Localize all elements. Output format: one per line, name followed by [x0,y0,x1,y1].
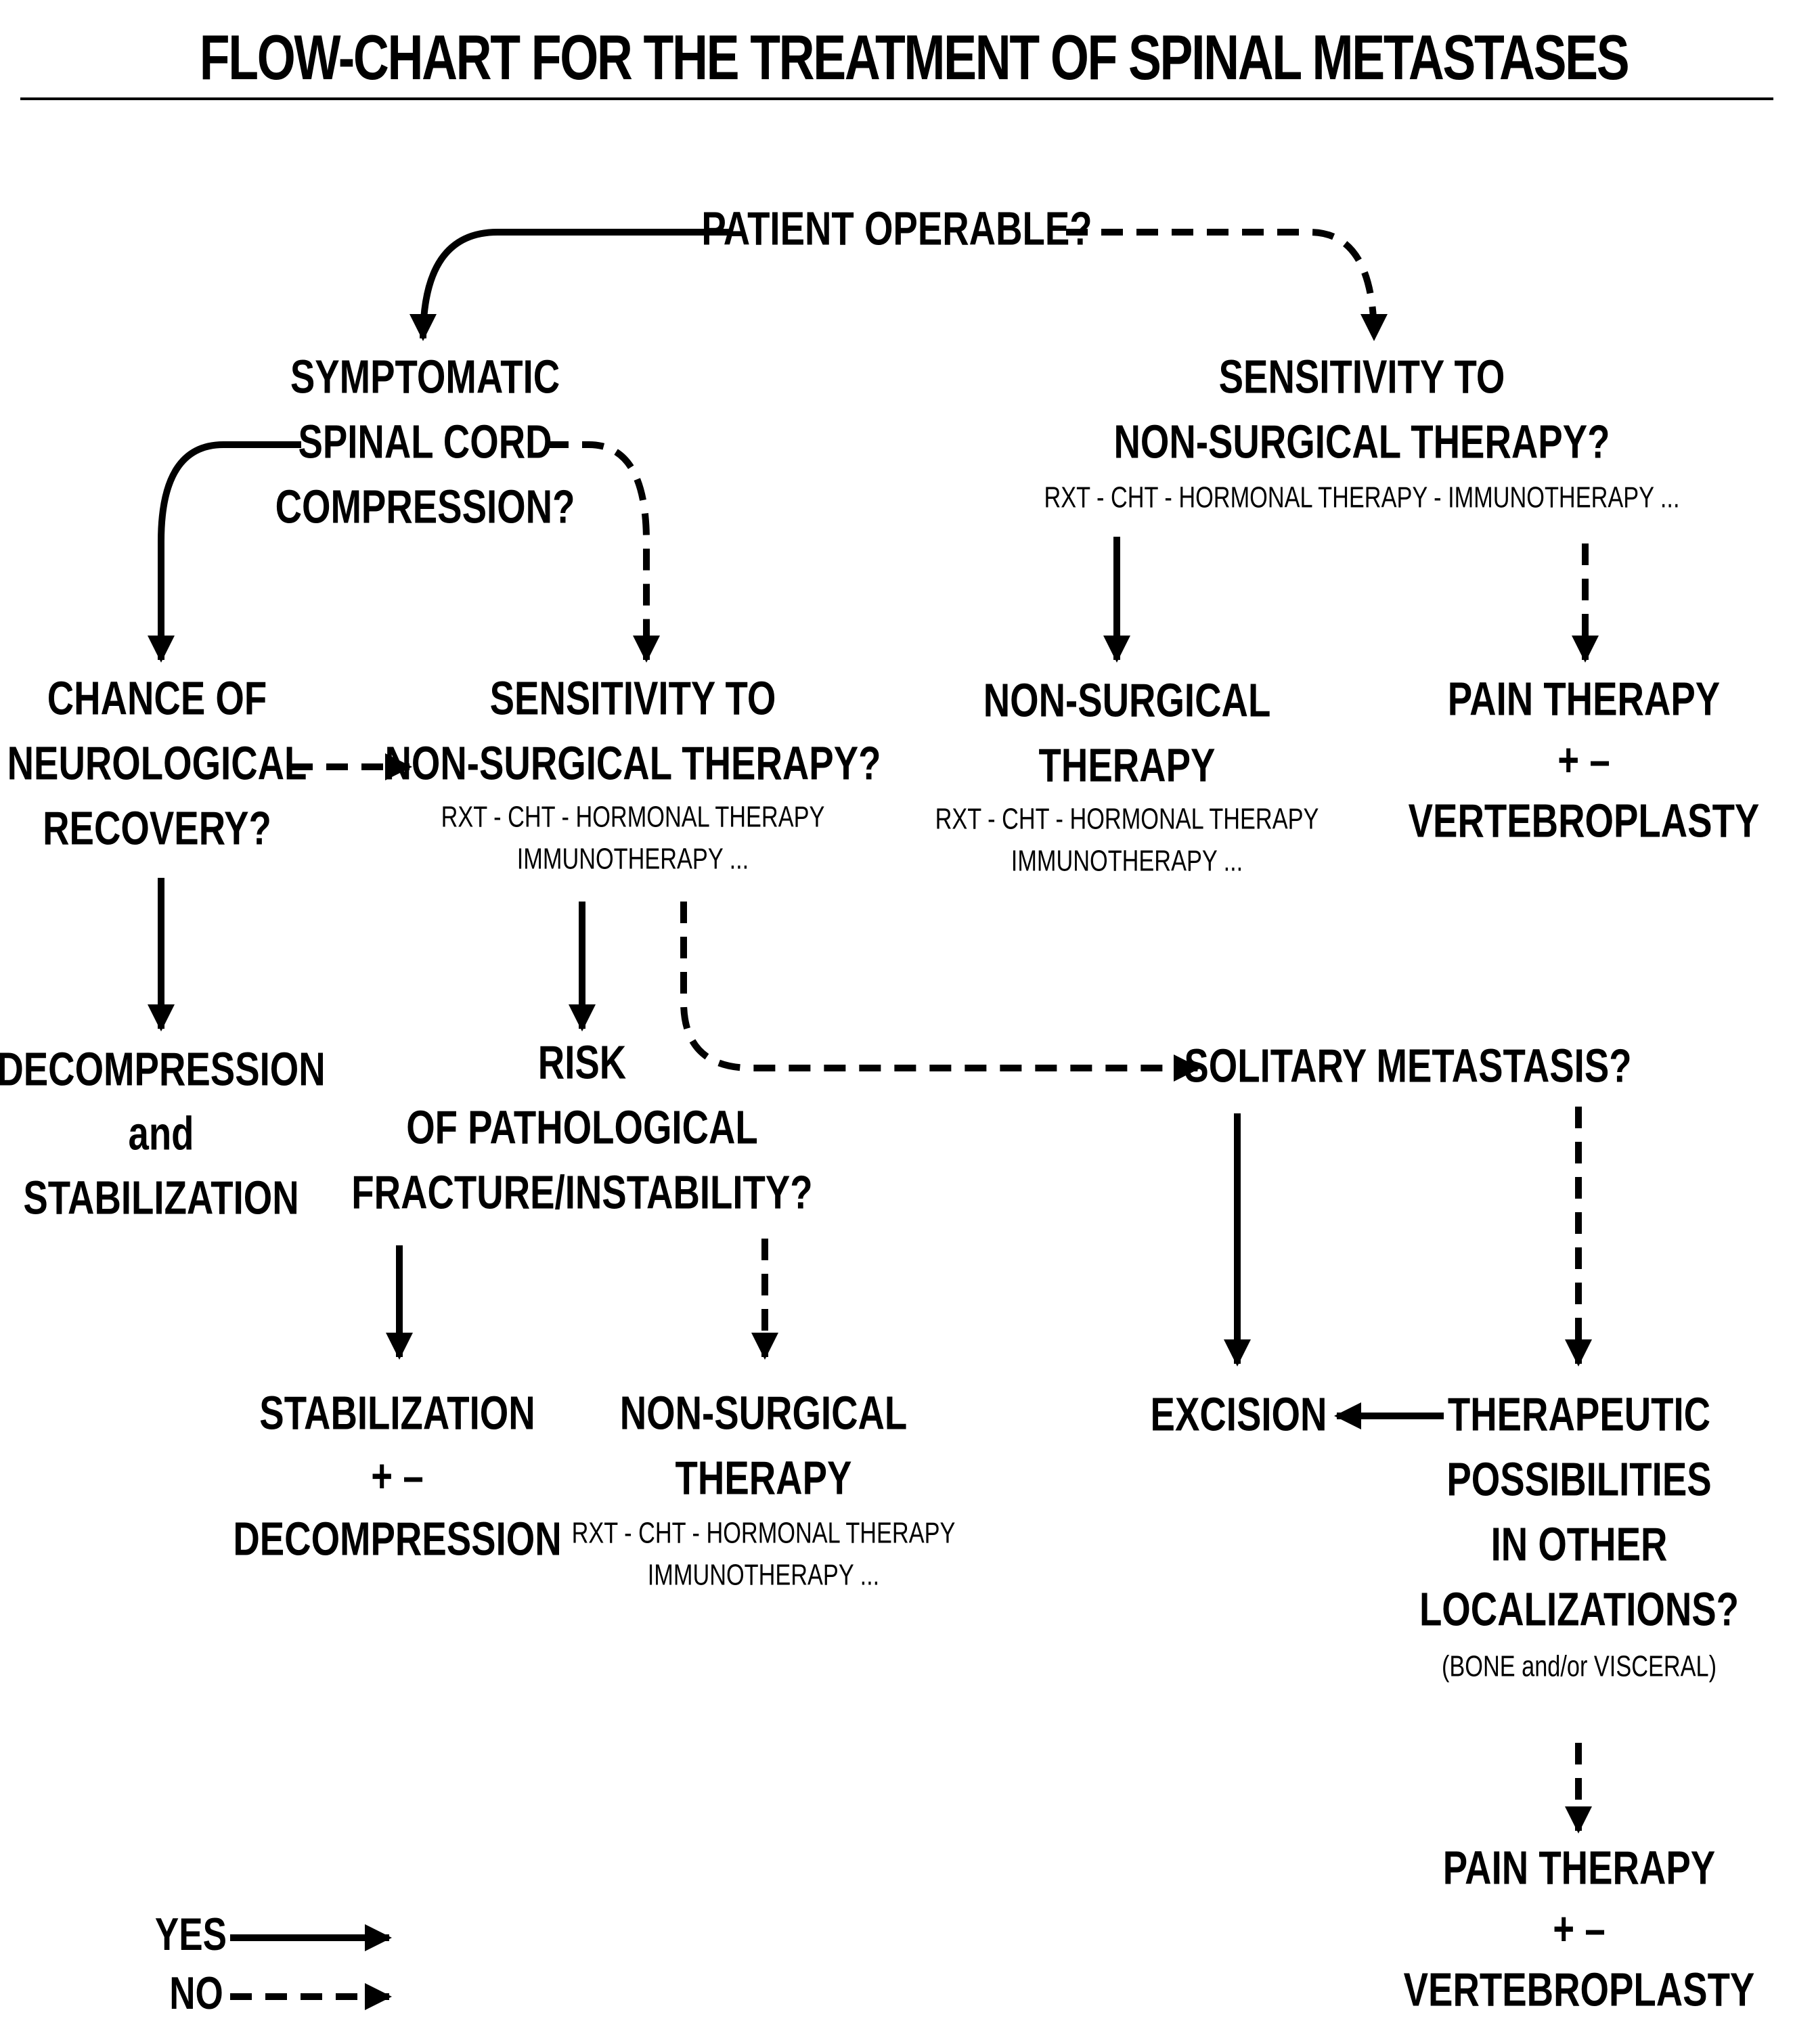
sensitivity-middle-subtext-1: RXT - CHT - HORMONAL THERAPY [441,801,825,834]
pain-therapy-bottom-line-1: PAIN THERAPY [1443,1842,1715,1894]
arrow-sensitivity-mid-to-solitary [680,902,1201,1082]
node-stabilization-decompression: STABILIZATION + – DECOMPRESSION [233,1387,561,1565]
risk-fracture-line-1: RISK [538,1036,626,1089]
node-solitary-metastasis: SOLITARY METASTASIS? [1184,1040,1631,1092]
patient-operable-line-1: PATIENT OPERABLE? [701,202,1092,255]
risk-fracture-line-3: FRACTURE/INSTABILITY? [351,1166,812,1219]
title-underline [20,97,1773,100]
stabilization-decompression-line-1: STABILIZATION [259,1387,535,1440]
decompression-stabilization-line-3: STABILIZATION [23,1172,298,1224]
decompression-stabilization-line-2: and [128,1107,194,1160]
node-sensitivity-top-right: SENSITIVITY TO NON-SURGICAL THERAPY? RXT -… [1044,351,1680,514]
connectors [148,229,1599,2010]
excision-line-1: EXCISION [1151,1388,1327,1441]
node-pain-therapy-bottom: PAIN THERAPY + – VERTEBROPLASTY [1404,1842,1755,2016]
node-excision: EXCISION [1151,1388,1327,1441]
chance-neuro-recovery-line-2: NEUROLOGICAL [7,737,307,790]
node-therapeutic-possibilities: THERAPEUTIC POSSIBILITIES IN OTHER LOCALIZA… [1419,1388,1739,1683]
legend-yes-label: YES [155,1909,227,1960]
node-risk-fracture: RISK OF PATHOLOGICAL FRACTURE/INSTABILITY? [351,1036,812,1219]
arrow-operable-to-symptomatic [409,229,731,341]
sensitivity-top-right-line-1: SENSITIVITY TO [1219,351,1505,403]
pain-therapy-bottom-line-3: VERTEBROPLASTY [1404,1963,1755,2016]
node-chance-neuro-recovery: CHANCE OF NEUROLOGICAL RECOVERY? [7,672,307,855]
pain-therapy-top-right-line-2: + – [1557,734,1610,786]
node-nonsurgical-bottom: NON-SURGICAL THERAPY RXT - CHT - HORMONAL … [572,1387,956,1592]
sensitivity-top-right-line-2: NON-SURGICAL THERAPY? [1114,416,1610,468]
node-symptomatic-compression: SYMPTOMATIC SPINAL CORD COMPRESSION? [275,351,575,533]
pain-therapy-bottom-line-2: + – [1553,1903,1605,1955]
node-nonsurgical-top-right: NON-SURGICAL THERAPY RXT - CHT - HORMONAL … [935,674,1319,878]
decompression-stabilization-line-1: DECOMPRESSION [0,1043,326,1096]
symptomatic-compression-line-3: COMPRESSION? [275,481,575,533]
nonsurgical-bottom-line-2: THERAPY [676,1452,852,1505]
solitary-metastasis-line-1: SOLITARY METASTASIS? [1184,1040,1631,1092]
sensitivity-middle-subtext-2: IMMUNOTHERAPY ... [517,843,749,876]
arrow-operable-to-sensitivity-top [1066,229,1388,341]
chance-neuro-recovery-line-3: RECOVERY? [43,802,271,855]
stabilization-decompression-line-2: + – [371,1450,423,1503]
symptomatic-compression-line-1: SYMPTOMATIC [290,351,560,403]
symptomatic-compression-line-2: SPINAL CORD [298,416,552,468]
node-sensitivity-middle: SENSITIVITY TO NON-SURGICAL THERAPY? RXT -… [385,672,881,876]
pain-therapy-top-right-line-3: VERTEBROPLASTY [1409,795,1760,847]
chart-title: FLOW-CHART FOR THE TREATMENT OF SPINAL M… [199,22,1630,93]
node-pain-therapy-top-right: PAIN THERAPY + – VERTEBROPLASTY [1409,673,1760,847]
pain-therapy-top-right-line-1: PAIN THERAPY [1448,673,1720,726]
therapeutic-possibilities-line-2: POSSIBILITIES [1446,1453,1711,1506]
arrow-symptomatic-to-sensitivity-mid [547,441,660,663]
arrow-symptomatic-to-chance [148,441,301,663]
legend-no-label: NO [169,1968,223,2019]
therapeutic-possibilities-subtext-1: (BONE and/or VISCERAL) [1442,1650,1717,1683]
sensitivity-middle-line-2: NON-SURGICAL THERAPY? [385,737,881,790]
node-patient-operable: PATIENT OPERABLE? [701,202,1092,255]
nonsurgical-top-right-line-1: NON-SURGICAL [983,674,1271,727]
therapeutic-possibilities-line-1: THERAPEUTIC [1448,1388,1710,1441]
nonsurgical-bottom-line-1: NON-SURGICAL [620,1387,908,1440]
nonsurgical-top-right-subtext-1: RXT - CHT - HORMONAL THERAPY [935,803,1319,836]
chance-neuro-recovery-line-1: CHANCE OF [47,672,267,725]
sensitivity-middle-line-1: SENSITIVITY TO [490,672,776,725]
nonsurgical-bottom-subtext-2: IMMUNOTHERAPY ... [648,1559,879,1592]
nonsurgical-bottom-subtext-1: RXT - CHT - HORMONAL THERAPY [572,1517,956,1550]
risk-fracture-line-2: OF PATHOLOGICAL [406,1101,758,1154]
therapeutic-possibilities-line-3: IN OTHER [1491,1518,1668,1571]
therapeutic-possibilities-line-4: LOCALIZATIONS? [1419,1583,1739,1636]
nonsurgical-top-right-line-2: THERAPY [1039,739,1216,792]
stabilization-decompression-line-3: DECOMPRESSION [233,1513,561,1565]
sensitivity-top-right-subtext-1: RXT - CHT - HORMONAL THERAPY - IMMUNOTHE… [1044,481,1680,514]
nonsurgical-top-right-subtext-2: IMMUNOTHERAPY ... [1011,845,1243,878]
